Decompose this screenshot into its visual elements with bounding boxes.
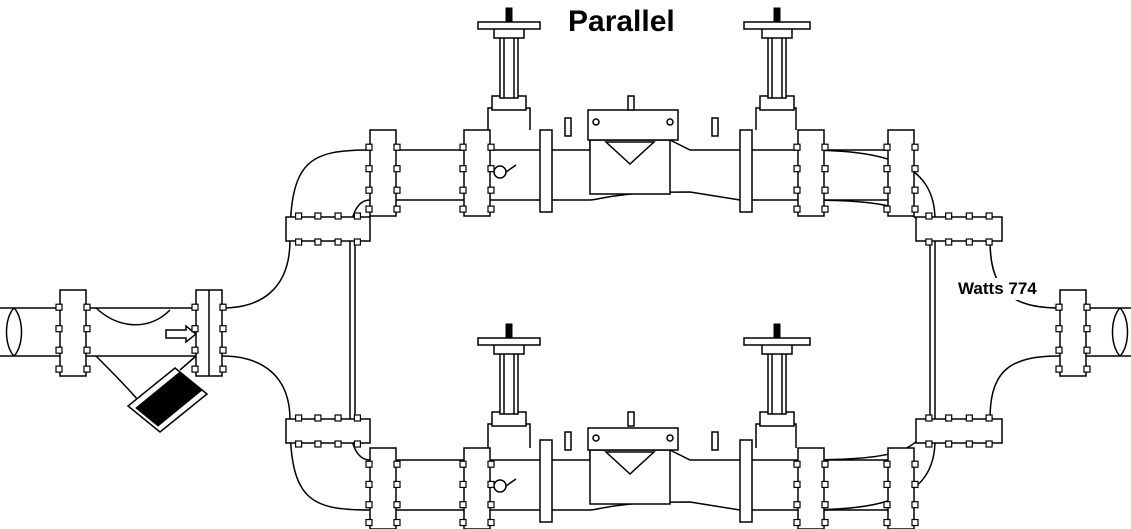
inlet-flange [59,289,223,377]
model-label: Watts 774 [956,278,1039,300]
lower-outlet-shutoff-valve [739,323,811,523]
flange-bolts [55,143,1091,527]
upper-outlet-shutoff-valve [739,7,811,213]
y-strainer [95,307,209,433]
upper-inlet-shutoff-valve [477,7,541,130]
lower-branch [369,323,915,529]
inlet-pipe [0,307,196,357]
upper-branch [369,7,915,217]
upper-backflow-preventer [493,95,741,201]
outlet-pipe [1059,289,1131,377]
inlet-tee [221,149,371,511]
lower-backflow-preventer [493,411,741,511]
outlet-tee [799,149,1061,511]
diagram-title: Parallel [568,5,675,38]
lower-inlet-shutoff-valve [477,323,541,448]
